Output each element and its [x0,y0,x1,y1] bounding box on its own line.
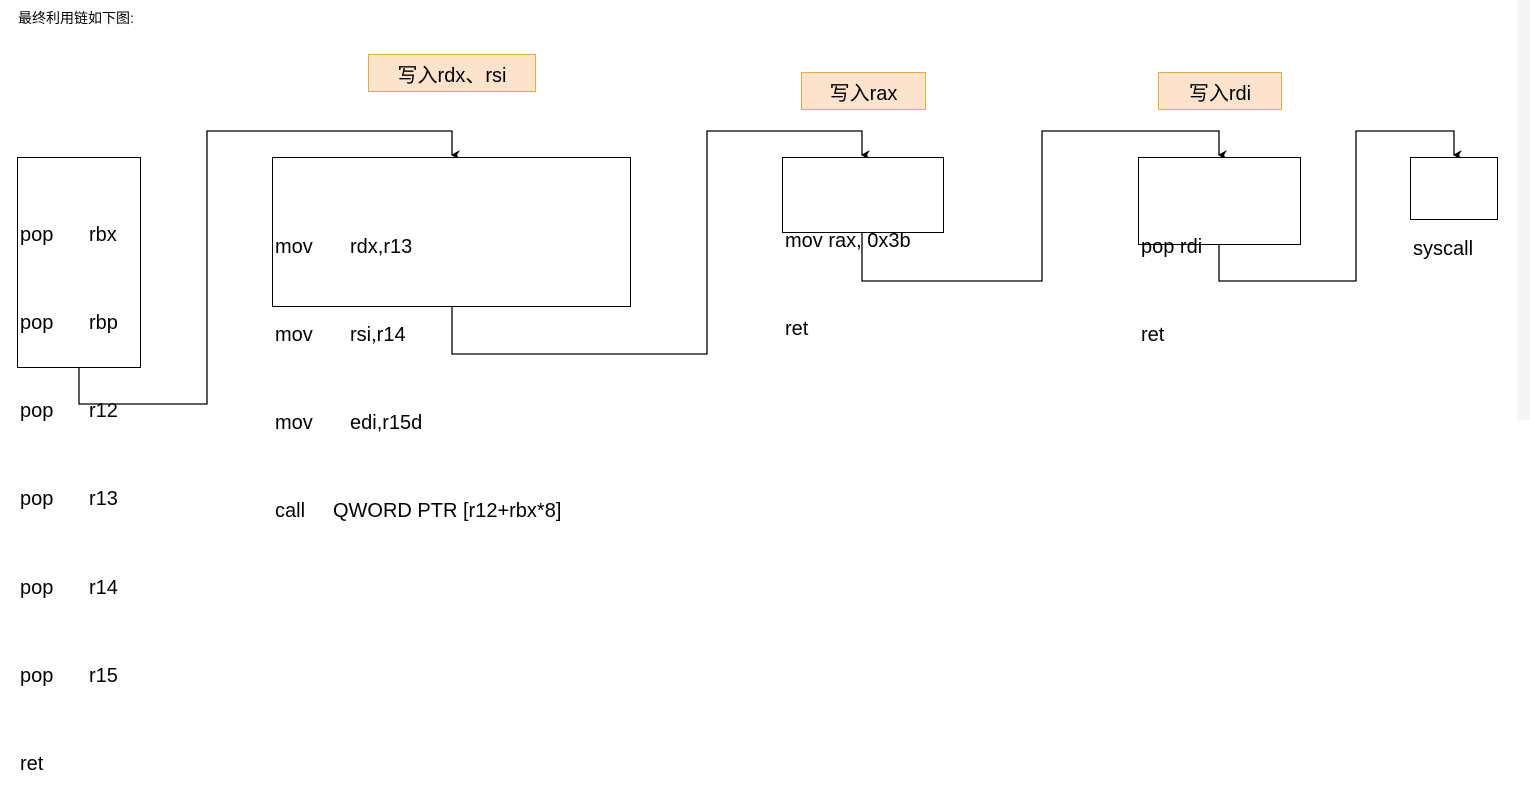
gadget-line: ret [1141,324,1165,347]
connector-3 [861,130,1227,282]
gadget-line: ret [20,753,44,776]
gadget-syscall: syscall [1410,157,1498,260]
scrollbar-track[interactable] [1517,0,1530,420]
connector-4 [1218,130,1462,282]
gadget-pop-rdi: pop rdi ret [1138,157,1301,346]
label-write-rax: 写入rax [801,72,926,110]
gadget-line: syscall [1413,237,1474,260]
gadget-line: ret [785,318,809,341]
gadget-line: pop rdi [1141,235,1203,258]
connector-lines [78,130,1462,405]
connector-1 [78,130,460,405]
connector-2 [451,130,870,355]
gadget-mov-rax: mov rax, 0x3b ret [782,157,944,340]
intro-text: 最终利用链如下图: [18,10,134,26]
label-write-rdi: 写入rdi [1158,72,1282,110]
gadget-line: mov rax, 0x3b [785,229,911,252]
label-write-rdx-rsi: 写入rdx、rsi [368,54,536,92]
